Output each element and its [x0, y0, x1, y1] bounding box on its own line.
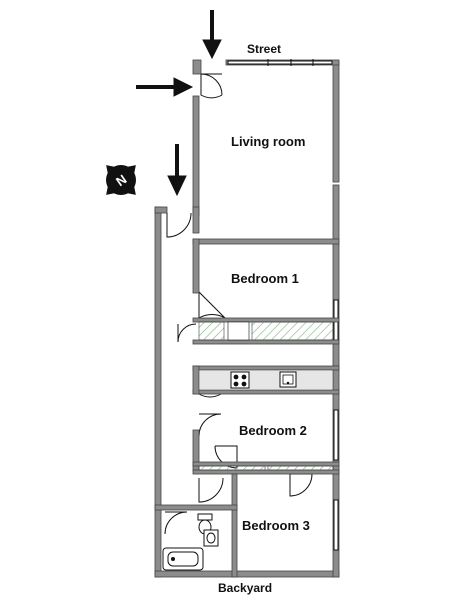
arrow-down-icon	[167, 144, 187, 197]
bedroom3-door	[198, 477, 224, 503]
bath-door	[164, 511, 188, 535]
kitchen-left-wall	[192, 365, 200, 395]
bathroom	[162, 513, 219, 571]
left-wall	[154, 206, 162, 578]
entry-door-side	[200, 74, 223, 99]
top-wall-stub	[192, 59, 202, 75]
fridge	[227, 321, 250, 341]
closet2-bottom-wall	[192, 469, 340, 475]
living-bed1-wall	[192, 238, 340, 245]
bottom-wall	[154, 570, 340, 578]
kitchen-top-wall	[192, 365, 340, 371]
arrow-right-icon	[136, 77, 194, 97]
compass-icon: N	[106, 165, 136, 195]
bedroom-1-label: Bedroom 1	[231, 271, 299, 286]
bathtub-icon	[162, 547, 204, 571]
bed1-left-wall	[192, 238, 200, 294]
bedroom2-door	[198, 413, 222, 437]
bed3-left-wall	[231, 473, 238, 578]
hall-door	[166, 212, 192, 238]
windows	[227, 59, 339, 551]
right-wall-upper	[332, 61, 340, 183]
closet-bed2-left	[198, 465, 266, 471]
closet-bed1-right	[251, 321, 334, 341]
hatch-door	[177, 323, 197, 343]
closet-door	[289, 473, 313, 497]
closet-bottom-wall	[192, 339, 340, 345]
living-room-label: Living room	[231, 134, 306, 149]
sink-bath-icon	[203, 529, 219, 547]
bedroom-2-label: Bedroom 2	[239, 423, 307, 438]
street-label: Street	[247, 42, 282, 56]
outer-walls	[154, 59, 340, 578]
living-left-wall-upper	[192, 95, 200, 217]
closet-bed2-right	[267, 465, 334, 471]
kitchen-counter	[198, 369, 334, 391]
kitchen-bottom-wall	[192, 389, 340, 395]
bedroom-3-label: Bedroom 3	[242, 518, 310, 533]
closets	[198, 321, 334, 471]
arrow-down-icon	[202, 10, 222, 60]
kitchen	[198, 369, 334, 391]
bed1-bottom-wall	[192, 317, 340, 323]
closet-bed1-left	[198, 321, 225, 341]
bath-top-wall	[154, 504, 238, 511]
step-wall	[154, 206, 168, 214]
stove-icon	[230, 371, 250, 389]
entry-arrows	[136, 10, 222, 197]
entry-door-top	[200, 73, 223, 96]
backyard-label: Backyard	[218, 581, 273, 595]
bedroom1-door	[198, 290, 226, 319]
living-left-wall-lower	[192, 206, 200, 234]
sink-icon	[279, 371, 297, 388]
bed2-bottom-wall	[192, 461, 340, 467]
